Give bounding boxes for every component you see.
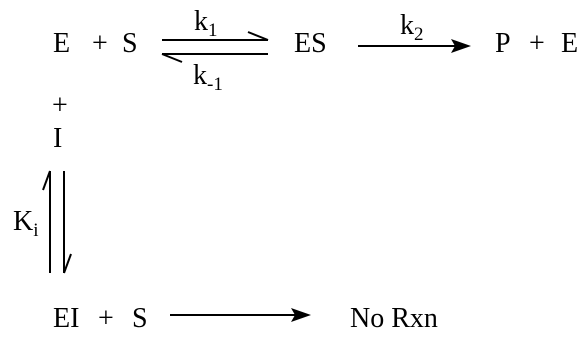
- species-s-bottom: S: [132, 303, 148, 334]
- species-p: P: [495, 28, 511, 59]
- ki-downward-harpoon-arrow: [63, 171, 72, 274]
- species-es: ES: [294, 28, 327, 59]
- k2-forward-arrow: [358, 39, 471, 53]
- plus-sign-top-left: +: [92, 28, 108, 59]
- plus-sign-top-right: +: [529, 28, 545, 59]
- ki-upward-harpoon-arrow: [42, 170, 51, 273]
- inhibition-constant-ki: Ki: [13, 206, 39, 241]
- forward-harpoon-arrow: [162, 31, 269, 41]
- no-reaction-arrow: [170, 308, 311, 322]
- species-s: S: [122, 28, 138, 59]
- plus-sign-inhibitor: +: [52, 90, 68, 121]
- species-i: I: [53, 123, 63, 154]
- plus-sign-bottom: +: [98, 303, 114, 334]
- species-e-product: E: [561, 28, 579, 59]
- rate-constant-k-minus-1: k-1: [193, 60, 223, 95]
- no-reaction-label: No Rxn: [350, 303, 438, 334]
- species-e: E: [53, 28, 71, 59]
- rate-constant-k1: k1: [194, 6, 218, 41]
- reverse-harpoon-arrow: [161, 53, 268, 63]
- species-ei: EI: [53, 303, 80, 334]
- rate-constant-k2: k2: [400, 10, 424, 45]
